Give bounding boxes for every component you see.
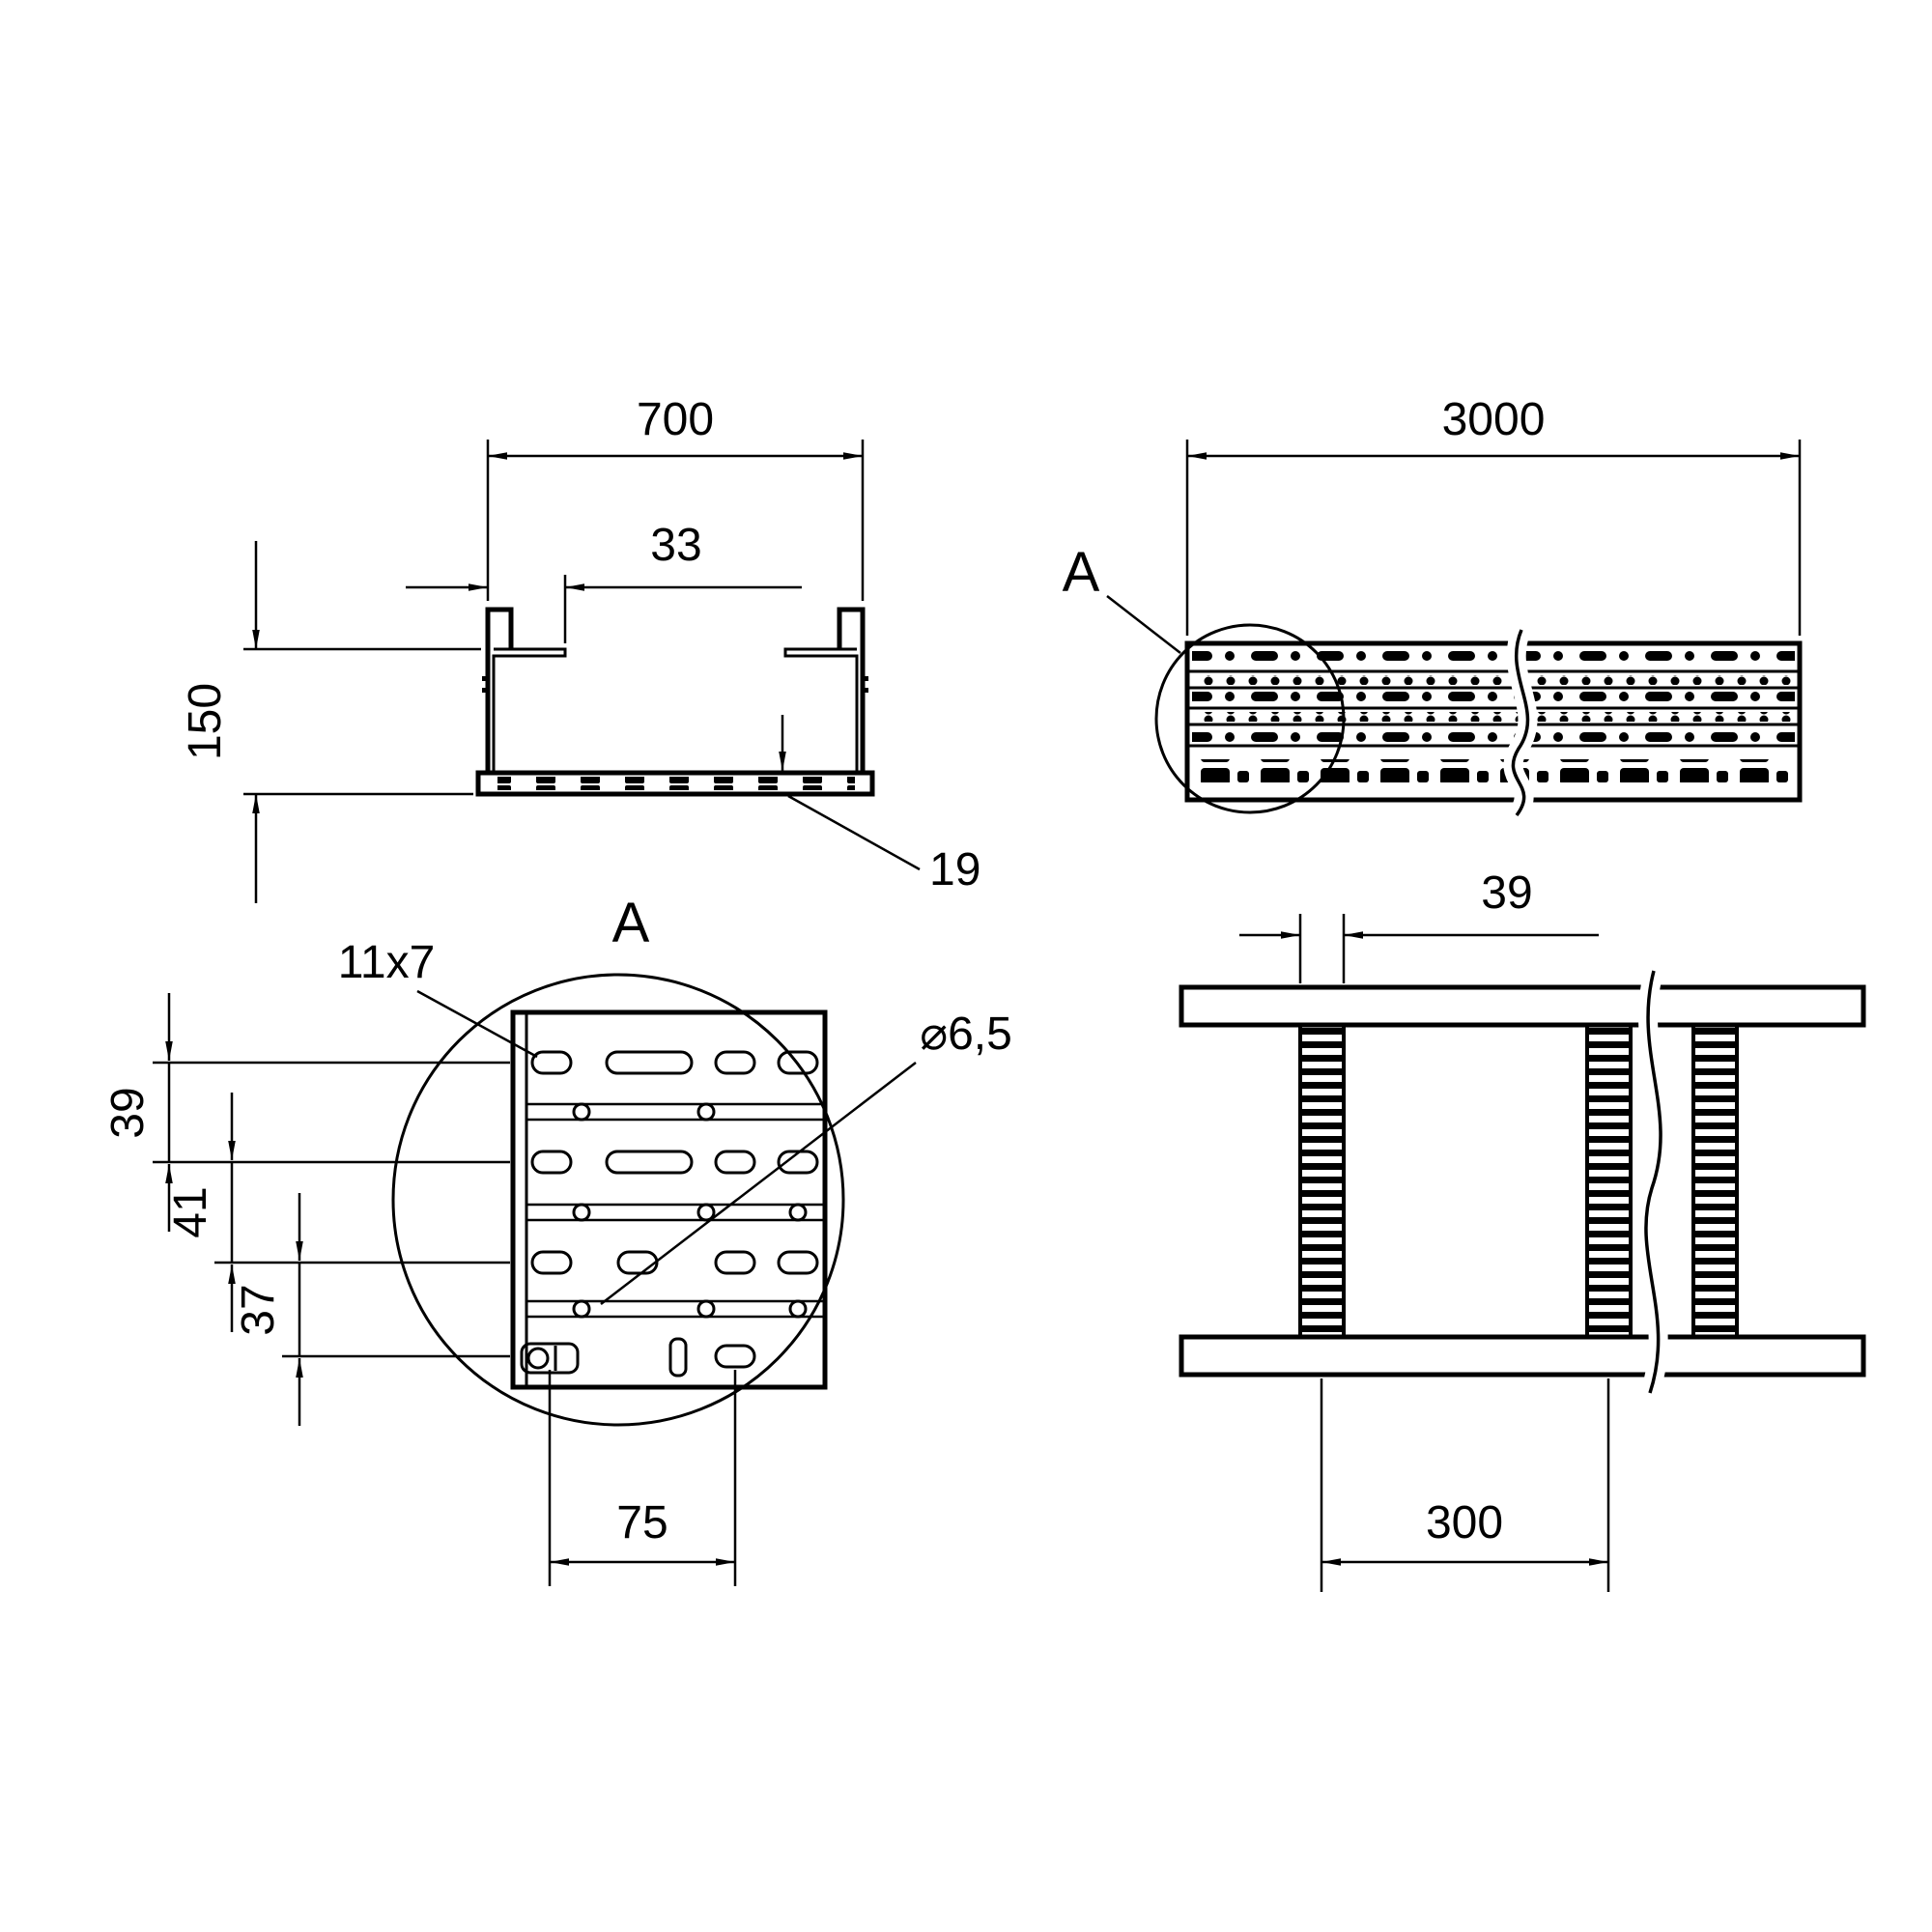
right-hem-outline (783, 647, 859, 773)
dim-11x7-label: 11x7 (338, 937, 436, 988)
round-hole (696, 1102, 716, 1122)
top-flange (1179, 984, 1866, 1028)
bottom-flange (1179, 1334, 1866, 1378)
leader-line-11x7 (416, 989, 538, 1059)
dim-700-label: 700 (637, 394, 714, 445)
detail-leader (1106, 595, 1181, 654)
rung (1691, 1023, 1739, 1339)
dim-3000-label: 3000 (1442, 394, 1546, 445)
view-detail-a: A (102, 892, 1012, 1586)
slot (714, 1250, 756, 1275)
perforation-row (1192, 692, 1795, 705)
left-wall-rib (482, 676, 489, 681)
detail-title-label: A (612, 892, 650, 954)
round-hole (788, 1299, 808, 1319)
slot (530, 1250, 573, 1275)
slot (530, 1050, 573, 1075)
round-hole (572, 1102, 591, 1122)
slot-long (605, 1050, 694, 1075)
dim-300-label: 300 (1426, 1497, 1503, 1548)
vertical-slot (668, 1337, 688, 1378)
dim-19-label: 19 (929, 844, 980, 895)
keyhole-circle (526, 1347, 550, 1370)
perforation-row (1192, 729, 1795, 743)
slot (714, 1150, 756, 1175)
view-bottom: 39 300 (1179, 867, 1866, 1592)
detail-plate (510, 1009, 828, 1390)
dim-39-pitch-label: 39 (102, 1087, 154, 1138)
perforation-row (1192, 712, 1795, 722)
round-hole (788, 1203, 808, 1222)
perforation-row-base (1192, 759, 1795, 782)
view-cross-section: 700 33 150 19 (180, 394, 980, 903)
perforation-row (1192, 675, 1795, 685)
leader-line-diameter (600, 1062, 917, 1305)
leader-line-19 (787, 794, 921, 871)
detail-circle-a (1154, 623, 1346, 814)
slot (530, 1150, 573, 1175)
detail-boundary-circle (391, 973, 845, 1427)
dim-150-label: 150 (180, 683, 231, 760)
dim-diameter-label: ⌀6,5 (920, 1009, 1012, 1060)
left-wall-rib (482, 688, 489, 693)
slot (777, 1250, 819, 1275)
perforation-row (1192, 650, 1795, 664)
dim-33-label: 33 (650, 520, 701, 571)
rung (1298, 1023, 1346, 1339)
rung (1585, 1023, 1633, 1339)
slot (777, 1050, 819, 1075)
base-perforations (497, 777, 855, 790)
dim-37-pitch-label: 37 (233, 1284, 284, 1335)
base-outline (475, 770, 875, 797)
round-hole (696, 1299, 716, 1319)
left-hem-outline (492, 647, 567, 773)
view-side: A 3000 (1063, 394, 1803, 821)
break-line (1511, 629, 1530, 817)
right-wall-rib (862, 688, 868, 693)
round-hole (572, 1203, 591, 1222)
break-line (1644, 970, 1662, 1394)
round-hole (696, 1203, 716, 1222)
right-wall-rib (862, 676, 868, 681)
side-outline (1184, 640, 1803, 803)
slot-long (605, 1150, 694, 1175)
slot (714, 1344, 756, 1369)
detail-marker-label: A (1063, 541, 1100, 604)
dim-75-label: 75 (616, 1497, 668, 1548)
dim-39-label: 39 (1481, 867, 1532, 919)
round-hole (572, 1299, 591, 1319)
slot (714, 1050, 756, 1075)
dim-41-pitch-label: 41 (165, 1186, 216, 1237)
